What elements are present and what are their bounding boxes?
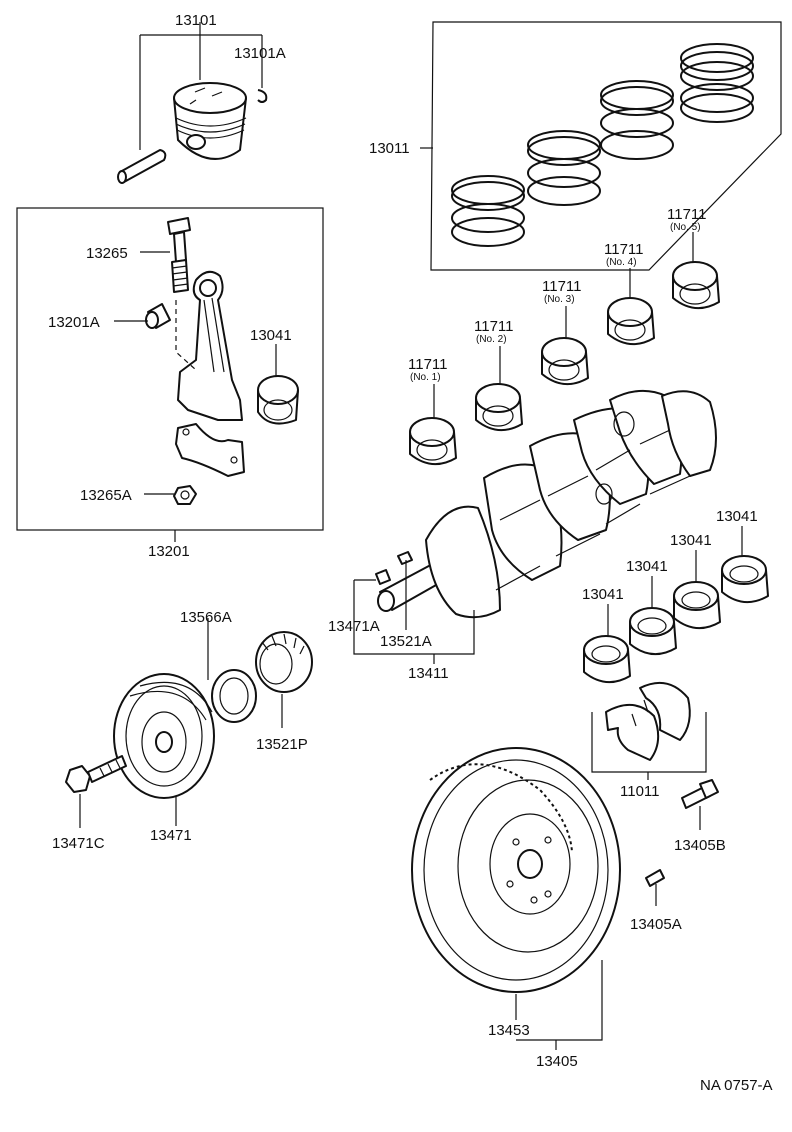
- main-bearings-drawing: [409, 261, 720, 465]
- label-timing-pulley: 13521P: [256, 736, 308, 753]
- label-lower-bearing-d: 13041: [716, 508, 758, 525]
- piston-rings-drawing: [451, 43, 754, 247]
- label-no4: (No. 4): [606, 257, 637, 268]
- label-main-bearing-no4: 11711: [604, 241, 644, 258]
- label-lower-bearing-b: 13041: [626, 558, 668, 575]
- label-crank-pin-key: 13521A: [380, 633, 432, 650]
- label-lower-bearing-c: 13041: [670, 532, 712, 549]
- label-no5: (No. 5): [670, 222, 701, 233]
- label-main-bearing-no3: 11711: [542, 278, 582, 295]
- label-main-bearing-no1: 11711: [408, 356, 448, 373]
- label-no2: (No. 2): [476, 334, 507, 345]
- label-flywheel-assy: 13405: [536, 1053, 578, 1070]
- label-piston-ring-set: 13011: [369, 140, 410, 157]
- label-main-bearing-no2: 11711: [474, 318, 514, 335]
- label-lower-bearing-a: 13041: [582, 586, 624, 603]
- label-crankshaft: 13411: [408, 665, 449, 682]
- label-flywheel-bolt: 13405B: [674, 837, 726, 854]
- label-thrust-washer-set: 11011: [620, 783, 660, 800]
- label-pulley-bolt: 13471C: [52, 835, 105, 852]
- piston-drawing: [117, 82, 268, 184]
- label-oil-seal: 13566A: [180, 609, 232, 626]
- conrod-drawing: [145, 217, 299, 505]
- label-main-bearing-no5: 11711: [667, 206, 707, 223]
- label-piston: 13101: [175, 12, 217, 29]
- label-ring-gear: 13453: [488, 1022, 530, 1039]
- figure-code: NA 0757-A: [700, 1077, 773, 1094]
- label-conrod-bushing: 13201A: [48, 314, 100, 331]
- label-conrod-bearing-top: 13041: [250, 327, 292, 344]
- crankshaft-drawing: [375, 389, 717, 619]
- label-piston-clip: 13101A: [234, 45, 286, 62]
- lower-bearings-drawing: [583, 555, 769, 683]
- thrust-washers-drawing: [605, 681, 691, 761]
- label-crank-pulley: 13471: [150, 827, 192, 844]
- label-crank-key: 13471A: [328, 618, 380, 635]
- label-conrod-bolt: 13265: [86, 245, 128, 262]
- label-no3: (No. 3): [544, 294, 575, 305]
- label-flywheel-pin: 13405A: [630, 916, 682, 933]
- label-conrod-nut: 13265A: [80, 487, 132, 504]
- label-conrod-assy: 13201: [148, 543, 190, 560]
- pulley-drawing: [65, 631, 313, 799]
- flywheel-drawing: [411, 747, 719, 993]
- label-no1: (No. 1): [410, 372, 441, 383]
